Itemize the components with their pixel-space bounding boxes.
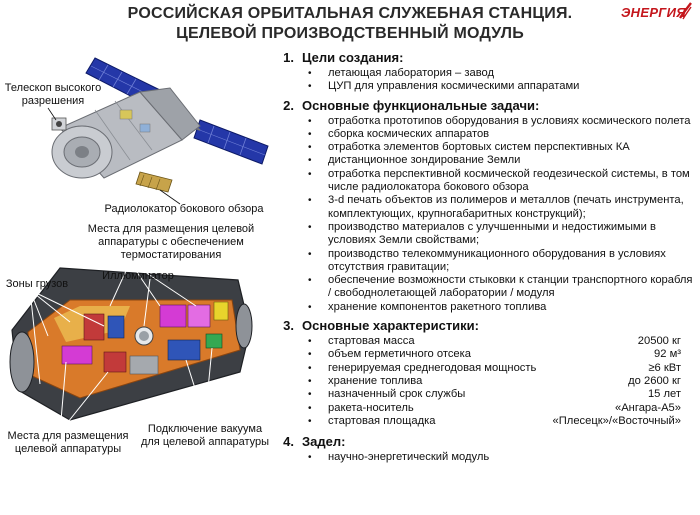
section-3: 3. Основные характеристики:стартовая масс… — [272, 318, 697, 428]
callout-equipment-places: Места для размещения целевой аппаратуры — [7, 430, 129, 455]
section-number: 3. — [283, 318, 294, 334]
characteristic-label: генерируемая среднегодовая мощность — [328, 361, 537, 374]
section-heading: 1. Цели создания: — [283, 50, 697, 66]
section-list: научно-энергетический модуль — [302, 451, 697, 465]
section-number: 2. — [283, 97, 294, 113]
characteristic-row: назначенный срок службы 15 лет — [302, 388, 697, 402]
characteristic-label: объем герметичного отсека — [328, 348, 472, 361]
module-body — [51, 87, 201, 179]
callout-telescope: Телескоп высокого разрешения — [4, 82, 102, 107]
section-list: летающая лаборатория – заводЦУП для упра… — [302, 67, 697, 94]
radar-antenna — [135, 171, 173, 193]
list-item: отработка прототипов оборудования в усло… — [302, 115, 697, 129]
characteristic-label: стартовая площадка — [328, 414, 436, 427]
characteristic-label: ракета-носитель — [328, 401, 414, 414]
list-item: производство телекоммуникационного обору… — [302, 248, 697, 275]
section-heading: 4. Задел: — [283, 434, 697, 450]
solar-panel-lower — [193, 119, 269, 165]
callout-porthole: Иллюминатор — [102, 270, 174, 282]
station-illustration — [9, 57, 269, 433]
list-item: летающая лаборатория – завод — [302, 67, 697, 81]
characteristic-value: «Плесецк»/«Восточный» — [552, 414, 681, 427]
section-2: 2. Основные функциональные задачи: отработ… — [272, 97, 697, 315]
section-4: 4. Задел:научно-энергетический модуль — [272, 434, 697, 465]
section-number: 4. — [283, 434, 294, 450]
section-heading-text: Основные характеристики: — [302, 318, 480, 334]
characteristic-row: стартовая площадка «Плесецк»/«Восточный» — [302, 414, 697, 429]
characteristic-row: ракета-носитель «Ангара-А5» — [302, 401, 697, 416]
content-panel: 1. Цели создания: летающая лаборатория – з… — [272, 50, 697, 465]
characteristic-value: ≥6 кВт — [648, 361, 681, 374]
station-exterior — [47, 57, 269, 205]
section-heading-text: Задел: — [302, 434, 346, 450]
energia-logo: ЭНЕРГИЯ — [600, 2, 692, 24]
callout-vacuum: Подключение вакуума для целевой аппарату… — [140, 423, 270, 448]
section-heading: 2. Основные функциональные задачи: — [283, 97, 697, 114]
page-title: РОССИЙСКАЯ ОРБИТАЛЬНАЯ СЛУЖЕБНАЯ СТАНЦИЯ… — [0, 4, 700, 44]
characteristic-value: «Ангара-А5» — [615, 401, 681, 414]
characteristic-row: генерируемая среднегодовая мощность ≥6 кВ… — [302, 361, 697, 376]
title-line-2: ЦЕЛЕВОЙ ПРОИЗВОДСТВЕННЫЙ МОДУЛЬ — [176, 25, 524, 42]
characteristic-row: стартовая масса 20500 кг — [302, 335, 697, 349]
characteristic-label: хранение топлива — [328, 374, 423, 387]
list-item: обеспечение возможности стыковки к станц… — [302, 274, 697, 301]
section-number: 1. — [283, 50, 294, 65]
section-heading: 3. Основные характеристики: — [283, 318, 697, 334]
callout-radar: Радиолокатор бокового обзора — [104, 203, 264, 215]
section-heading-text: Цели создания: — [302, 50, 404, 65]
section-list: отработка прототипов оборудования в усло… — [302, 115, 697, 315]
list-item: хранение компонентов ракетного топлива — [302, 301, 697, 315]
list-item: ЦУП для управления космическими аппарата… — [302, 80, 697, 94]
section-1: 1. Цели создания: летающая лаборатория – з… — [272, 50, 697, 94]
characteristic-label: назначенный срок службы — [328, 388, 466, 401]
list-item: научно-энергетический модуль — [302, 451, 697, 465]
list-item: отработка элементов бортовых систем перс… — [302, 141, 697, 155]
characteristic-value: до 2600 кг — [628, 374, 681, 387]
characteristic-label: стартовая масса — [328, 335, 415, 348]
title-line-1: РОССИЙСКАЯ ОРБИТАЛЬНАЯ СЛУЖЕБНАЯ СТАНЦИЯ… — [127, 5, 573, 22]
list-item: дистанционное зондирование Земли — [302, 154, 697, 168]
characteristic-value: 20500 кг — [637, 335, 681, 348]
characteristic-value: 15 лет — [647, 388, 681, 401]
list-item: 3-d печать объектов из полимеров и метал… — [302, 194, 697, 221]
section-heading-text: Основные функциональные задачи: — [302, 97, 540, 113]
characteristic-row: хранение топлива до 2600 кг — [302, 374, 697, 389]
callout-cargo-zones: Зоны грузов — [5, 278, 69, 290]
logo-swoosh-icon — [679, 2, 692, 20]
logo-text: ЭНЕРГИЯ — [621, 5, 686, 20]
list-item: сборка космических аппаратов — [302, 128, 697, 142]
list-item: отработка перспективной космической геод… — [302, 168, 697, 195]
callout-target-places: Места для размещения целевой аппаратуры … — [87, 223, 255, 261]
module-cutaway — [9, 261, 253, 433]
telescope-unit — [51, 117, 67, 131]
list-item: производство материалов с улучшенными и … — [302, 221, 697, 248]
characteristic-value: 92 м³ — [654, 348, 681, 361]
characteristic-row: объем герметичного отсека 92 м³ — [302, 348, 697, 362]
